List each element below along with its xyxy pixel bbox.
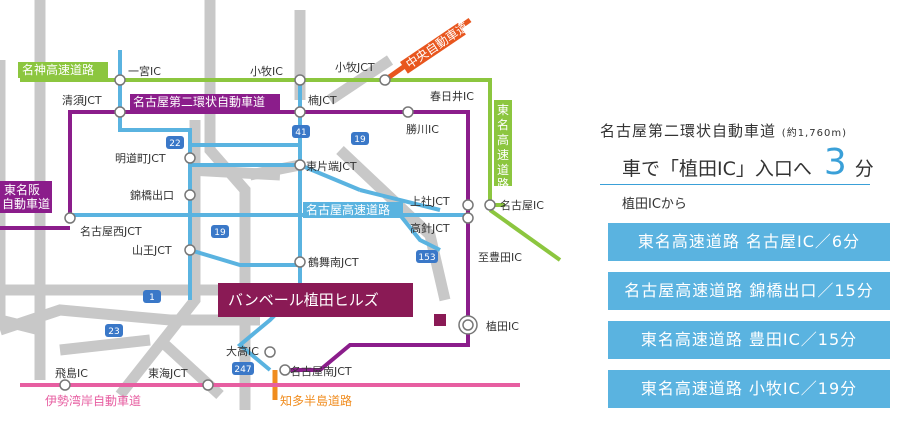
route-badges: 22 41 19 19 153 1 23 247 <box>105 125 438 375</box>
route-19-badge-a: 19 <box>354 135 366 145</box>
ueda-ic-marker <box>458 315 478 335</box>
odaka-ic-label: 大高IC <box>226 344 259 358</box>
property-callout: バンベール植田ヒルズ <box>218 283 446 326</box>
tokai-jct-label: 東海JCT <box>148 366 188 380</box>
svg-text:名: 名 <box>497 117 509 132</box>
from-label: 植田ICから <box>622 197 687 212</box>
nagoya-2nd-ring-label: 名古屋第二環状自動車道 <box>133 94 265 109</box>
green-expressways <box>20 78 562 262</box>
komaki-ic-label: 小牧IC <box>250 64 283 78</box>
ichinomiya-ic-label: 一宮IC <box>128 64 161 78</box>
property-label: バンベール植田ヒルズ <box>228 291 379 309</box>
access-map: 22 41 19 19 153 1 23 247 名神高速道路 名古屋第二環状自… <box>0 0 562 410</box>
isewangan-label: 伊勢湾岸自動車道 <box>45 393 141 408</box>
meijicho-jct-label: 明道町JCT <box>115 151 166 165</box>
tobishima-ic-label: 飛島IC <box>55 366 88 380</box>
meishin-label: 名神高速道路 <box>22 62 94 77</box>
komaki-jct-label: 小牧JCT <box>335 60 375 74</box>
tsuruhashi-exit-label: 錦橋出口 <box>130 188 174 202</box>
route-name-line: 名古屋第二環状自動車道 (約1,760m) <box>600 120 892 141</box>
nagoya-expressway-label: 名古屋高速道路 <box>306 202 390 217</box>
tomei-han-label-2: 自動車道 <box>2 197 50 211</box>
destination-tsuruhashi-exit: 名古屋高速道路 錦橋出口／15分 <box>608 272 890 310</box>
svg-text:速: 速 <box>497 148 509 162</box>
access-info-panel: 名古屋第二環状自動車道 (約1,760m) 車で「植田IC」入口へ 3 分 植田… <box>600 120 892 408</box>
tomei-label: 東 <box>497 103 509 117</box>
route-name: 名古屋第二環状自動車道 <box>600 122 777 140</box>
time-line: 車で「植田IC」入口へ 3 分 <box>600 145 892 181</box>
nagoyanishi-jct-label: 名古屋西JCT <box>80 224 142 238</box>
nagoya-ic-label: 名古屋IC <box>500 198 544 212</box>
route-22-badge: 22 <box>169 139 180 149</box>
higashikataha-jct-label: 東片端JCT <box>306 160 357 173</box>
chuo-label: 中央自動車道 <box>403 19 471 72</box>
panel-divider <box>600 184 870 185</box>
destination-komaki-ic: 東名高速道路 小牧IC／19分 <box>608 370 890 408</box>
route-19-badge-b: 19 <box>214 228 226 238</box>
nagoya-2nd-ring-line <box>0 110 470 372</box>
nagoyaminami-jct-label: 名古屋南JCT <box>290 364 352 378</box>
toyota-ic-label: 至豊田IC <box>478 251 522 264</box>
route-distance: (約1,760m) <box>781 128 847 139</box>
route-1-badge: 1 <box>149 293 155 303</box>
chita-hanto-label: 知多半島道路 <box>280 393 352 408</box>
property-marker <box>434 314 446 326</box>
time-prefix: 車で「植田IC」入口へ <box>622 158 812 180</box>
time-value: 3 <box>823 142 847 183</box>
route-23-badge: 23 <box>108 327 119 337</box>
nagoya-expressway-lines <box>70 50 470 372</box>
kachigawa-ic-label: 勝川IC <box>406 122 439 136</box>
junction-nodes <box>59 74 496 391</box>
kasugai-ic-label: 春日井IC <box>430 89 474 103</box>
kiyosu-jct-label: 清須JCT <box>62 94 102 107</box>
tomei-han-label: 東名阪 <box>4 182 40 197</box>
time-unit: 分 <box>854 158 874 180</box>
kamiyashiro-jct-label: 上社JCT <box>410 194 450 208</box>
destination-toyota-ic: 東名高速道路 豊田IC／15分 <box>608 321 890 359</box>
takabari-jct-label: 高針JCT <box>410 221 450 235</box>
route-41-badge: 41 <box>295 128 306 138</box>
ueda-ic-label: 植田IC <box>486 319 519 333</box>
sanno-jct-label: 山王JCT <box>132 244 172 257</box>
destination-nagoya-ic: 東名高速道路 名古屋IC／6分 <box>608 223 890 261</box>
svg-text:路: 路 <box>497 176 509 191</box>
svg-text:高: 高 <box>497 132 509 147</box>
svg-text:道: 道 <box>497 163 509 177</box>
route-247-badge: 247 <box>234 365 251 375</box>
route-153-badge: 153 <box>418 253 435 263</box>
kusunoki-jct-label: 楠JCT <box>308 93 337 107</box>
place-labels: 一宮IC 小牧IC 小牧JCT 清須JCT 楠JCT 春日井IC 勝川IC 明道… <box>55 60 544 380</box>
tsurumaiminami-jct-label: 鶴舞南JCT <box>308 255 359 269</box>
